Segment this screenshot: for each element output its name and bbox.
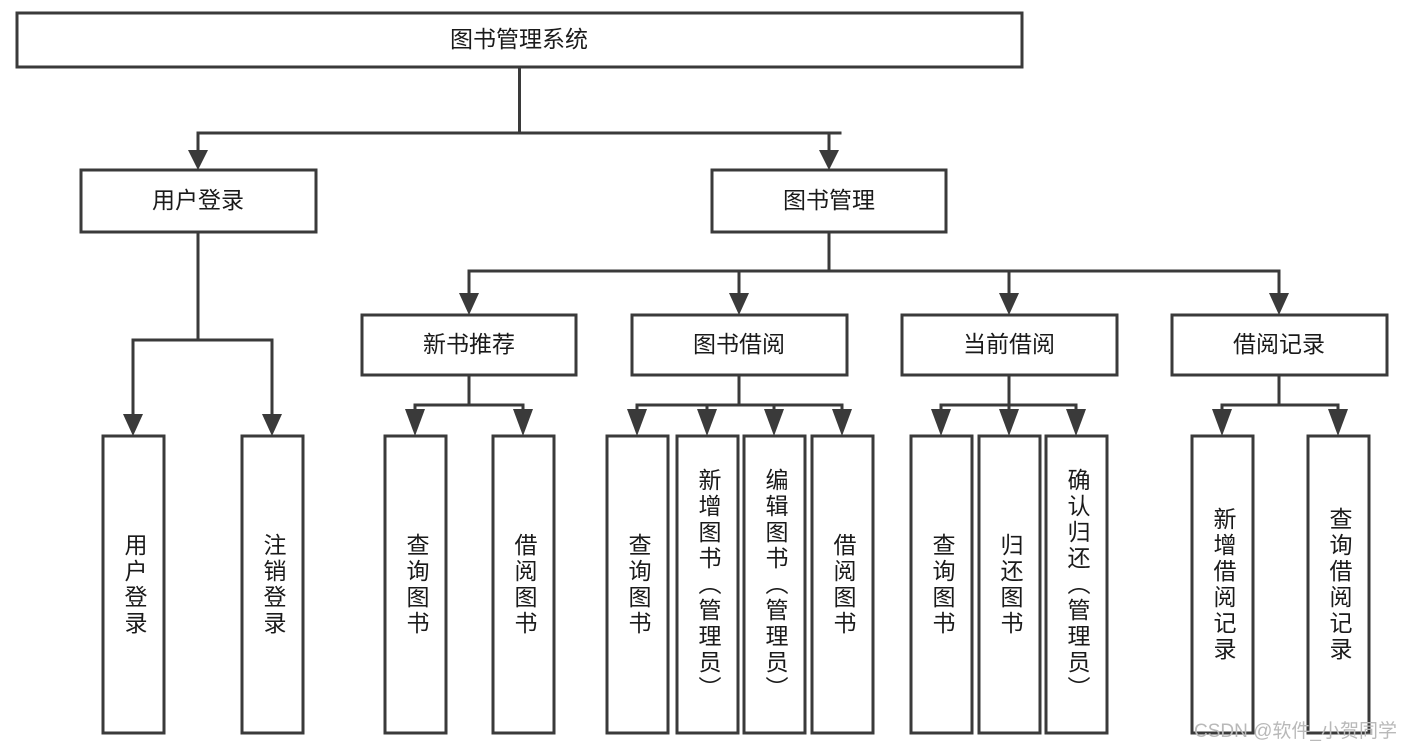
leaf-current-borrow-2[interactable]	[1044, 434, 1109, 735]
arrow-l3-3-leaf-1	[1328, 409, 1348, 436]
node-book-borrow-label: 图书借阅	[693, 331, 785, 357]
node-root-label: 图书管理系统	[450, 26, 588, 52]
leaf-borrow-record-1[interactable]	[1306, 434, 1371, 735]
arrow-l3-0-leaf-0	[405, 409, 425, 436]
arrow-bm-to-l3-1	[729, 293, 749, 315]
node-book-borrow[interactable]	[630, 313, 849, 377]
leaf-book-borrow-3[interactable]	[810, 434, 875, 735]
node-borrow-record[interactable]	[1170, 313, 1389, 377]
arrow-bm-to-l3-2	[999, 293, 1019, 315]
arrow-l3-1-leaf-1	[697, 409, 717, 436]
leaf-new-book-recommend-1[interactable]	[491, 434, 556, 735]
arrow-bm-to-l3-3	[1269, 293, 1289, 315]
node-user-login-label: 用户登录	[152, 187, 244, 213]
arrow-l3-2-leaf-2	[1066, 409, 1086, 436]
node-new-book-recommend-label: 新书推荐	[423, 331, 515, 357]
leaf-current-borrow-0[interactable]	[909, 434, 974, 735]
node-user-login[interactable]	[79, 168, 318, 234]
node-book-management-label: 图书管理	[783, 187, 875, 213]
arrow-root-to-book-manage	[819, 150, 839, 170]
node-layer: 图书管理系统 用户登录 图书管理 新书推荐 图书借阅 当前借阅 借阅记录	[15, 11, 1389, 735]
leaf-user-login-1[interactable]	[240, 434, 305, 735]
arrow-l3-1-leaf-3	[832, 409, 852, 436]
leaf-book-borrow-0[interactable]	[605, 434, 670, 735]
leaf-current-borrow-1[interactable]	[977, 434, 1042, 735]
arrow-l3-2-leaf-1	[999, 409, 1019, 436]
node-current-borrow[interactable]	[900, 313, 1119, 377]
arrow-bm-to-l3-0	[459, 293, 479, 315]
arrow-root-to-user-login	[188, 150, 208, 170]
node-root-book-management-system[interactable]	[15, 11, 1024, 69]
leaf-book-borrow-1[interactable]	[675, 434, 740, 735]
connector-layer	[123, 65, 1348, 436]
arrow-l3-1-leaf-0	[627, 409, 647, 436]
node-current-borrow-label: 当前借阅	[963, 331, 1055, 357]
leaf-new-book-recommend-0[interactable]	[383, 434, 448, 735]
arrow-l3-3-leaf-0	[1212, 409, 1232, 436]
arrow-l3-0-leaf-1	[513, 409, 533, 436]
node-borrow-record-label: 借阅记录	[1233, 331, 1325, 357]
leaf-borrow-record-0[interactable]	[1190, 434, 1255, 735]
leaf-user-login-0[interactable]	[101, 434, 166, 735]
watermark-text: CSDN @软件_小贺同学	[1194, 721, 1397, 742]
node-book-management[interactable]	[710, 168, 948, 234]
node-new-book-recommend[interactable]	[360, 313, 578, 377]
arrow-user-login-leaf-0	[123, 414, 143, 436]
arrow-l3-2-leaf-0	[931, 409, 951, 436]
arrow-user-login-leaf-1	[262, 414, 282, 436]
arrow-l3-1-leaf-2	[764, 409, 784, 436]
leaf-book-borrow-2[interactable]	[742, 434, 807, 735]
